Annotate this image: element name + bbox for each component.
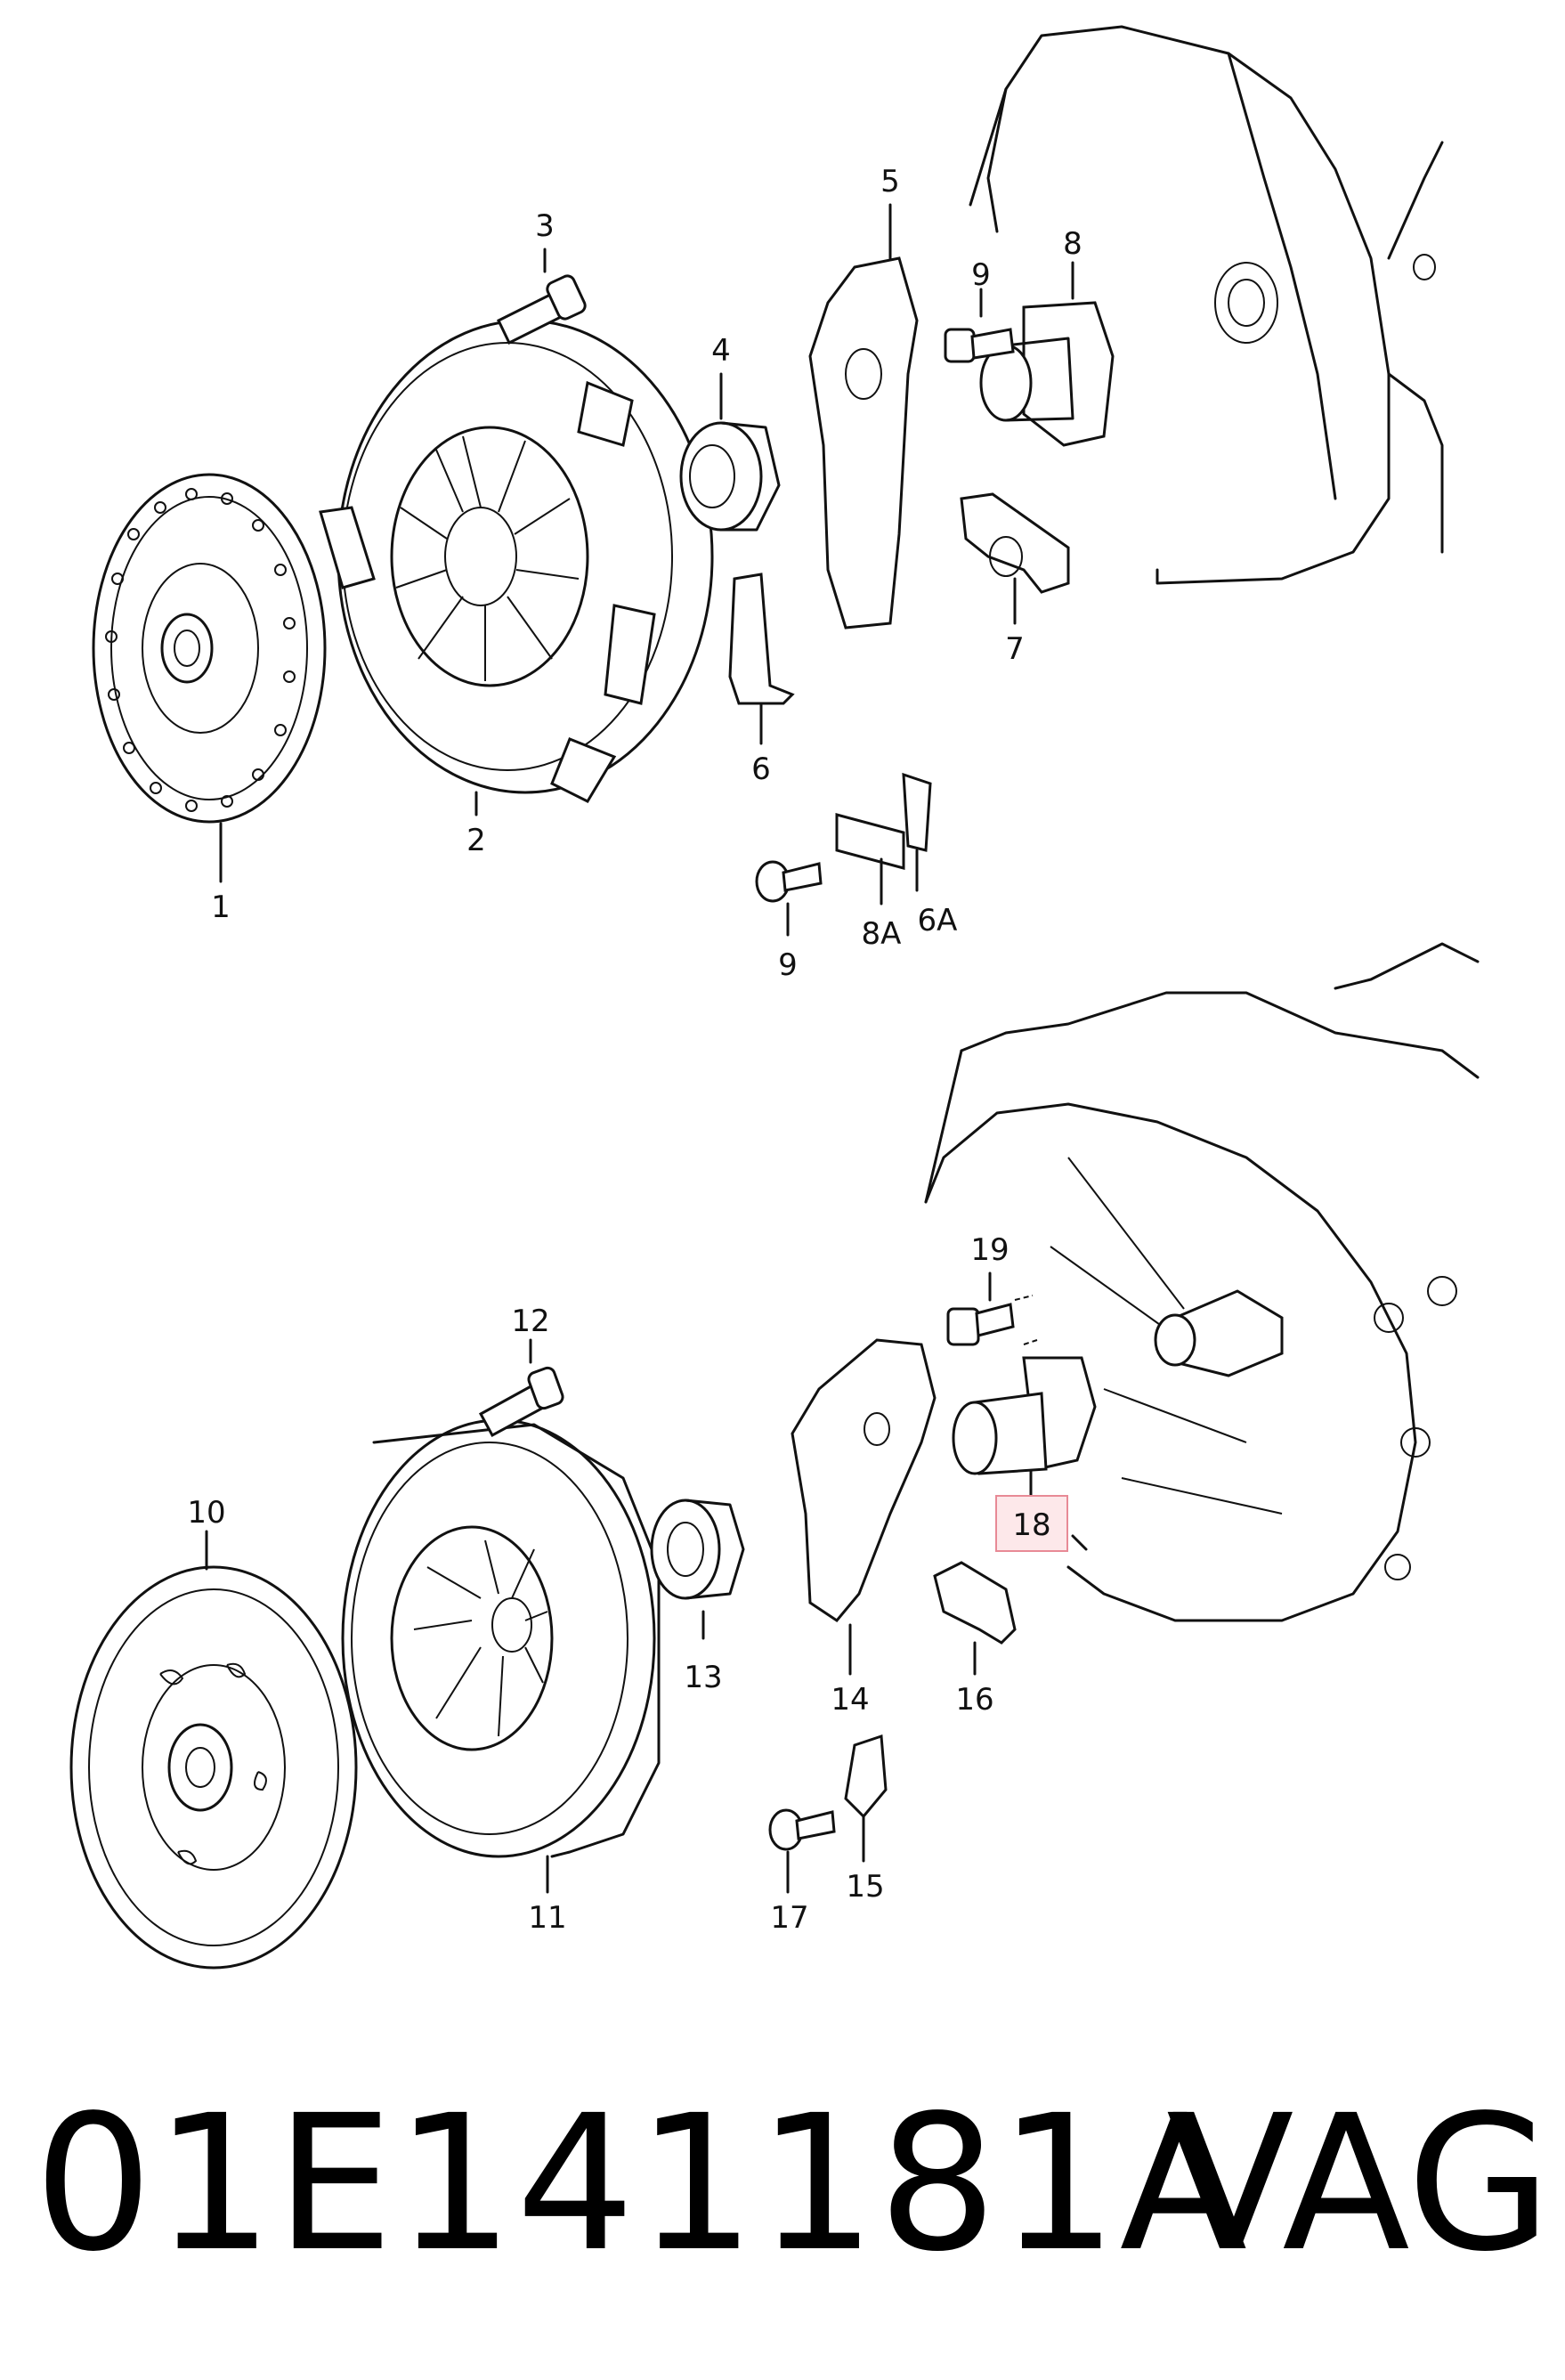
callout-16: 16	[955, 1682, 993, 1718]
callout-1: 1	[211, 889, 231, 925]
bracket-6	[728, 573, 795, 745]
gearbox-housing-lower	[924, 942, 1480, 1622]
callout-10: 10	[187, 1495, 225, 1531]
brand-label: VAG	[1166, 2075, 1552, 2293]
callout-18-highlight	[995, 1495, 1068, 1552]
shim-8a	[835, 813, 905, 906]
callout-18: 18	[1012, 1507, 1050, 1543]
callout-9-top: 9	[971, 257, 991, 293]
pivot-7	[960, 492, 1070, 625]
callout-17: 17	[770, 1900, 808, 1936]
callout-8a: 8A	[862, 916, 902, 952]
release-bearing-upper	[679, 372, 781, 532]
callout-13: 13	[684, 1660, 722, 1695]
guide-sleeve-upper	[979, 261, 1115, 447]
callout-9-bottom: 9	[778, 947, 798, 983]
callout-3: 3	[535, 208, 555, 244]
clutch-disc-upper	[92, 473, 327, 883]
bolt-3	[497, 248, 587, 345]
callout-19: 19	[970, 1232, 1009, 1268]
release-bearing-lower	[650, 1499, 745, 1640]
bracket-15	[844, 1734, 888, 1863]
bolt-12	[478, 1338, 564, 1438]
callout-6: 6	[751, 751, 771, 787]
callout-12: 12	[511, 1304, 549, 1339]
callout-11: 11	[528, 1900, 566, 1936]
bolt-9-bottom	[755, 860, 823, 937]
callout-14: 14	[831, 1682, 869, 1718]
clutch-disc-lower	[69, 1530, 358, 1970]
callout-15: 15	[846, 1869, 884, 1905]
part-number-label: 01E141181A	[34, 2075, 1250, 2293]
pressure-plate-lower	[341, 1418, 661, 1894]
release-fork-lower	[791, 1338, 937, 1676]
bolt-19	[946, 1271, 1038, 1346]
release-fork-upper	[808, 203, 919, 630]
shim-6a	[902, 772, 932, 892]
bolt-9-top	[944, 288, 1015, 363]
guide-sleeve-lower	[952, 1356, 1097, 1507]
gearbox-housing-upper	[969, 25, 1444, 585]
callout-6a: 6A	[918, 903, 958, 938]
pressure-plate-upper	[319, 319, 714, 816]
callout-5: 5	[880, 164, 900, 199]
callout-8: 8	[1063, 226, 1083, 262]
callout-18-leader	[1071, 1534, 1088, 1551]
callout-7: 7	[1005, 631, 1025, 667]
callout-2: 2	[466, 823, 486, 858]
clip-16	[933, 1561, 1017, 1676]
callout-4: 4	[711, 333, 731, 369]
bolt-17	[768, 1808, 836, 1894]
